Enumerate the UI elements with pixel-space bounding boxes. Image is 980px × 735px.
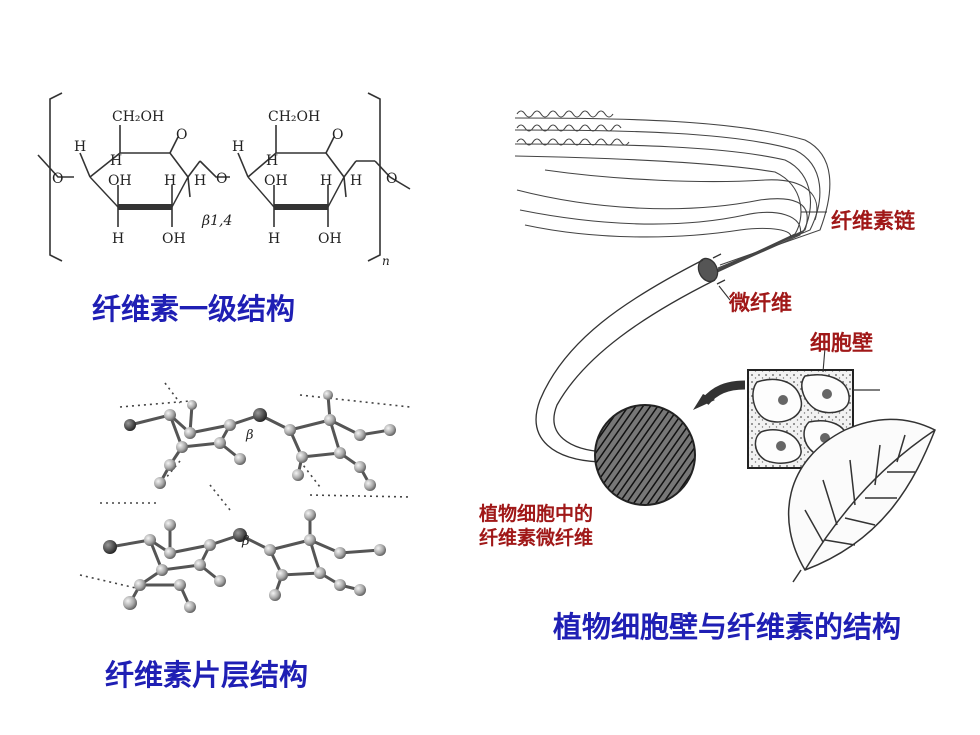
label-microfibril-in-cell-line2: 纤维素微纤维	[479, 526, 593, 550]
beta-label-lower: β	[241, 534, 250, 549]
oh-label: OH	[318, 231, 342, 247]
label-cellulose-chain: 纤维素链	[831, 205, 915, 235]
ch2oh-right-label: CH₂OH	[268, 109, 320, 125]
h-label: H	[350, 173, 362, 189]
label-cell-wall: 细胞壁	[810, 327, 873, 357]
glycosidic-o-label: O	[216, 171, 227, 187]
repeat-n-label: n	[382, 254, 390, 268]
h-label: H	[320, 173, 332, 189]
h-label: H	[74, 139, 86, 155]
ring-o-left: O	[176, 127, 187, 143]
oh-label: OH	[108, 173, 132, 189]
beta-label-upper: β	[245, 428, 254, 443]
h-label: H	[110, 153, 122, 169]
ch2oh-left-label: CH₂OH	[112, 109, 164, 125]
caption-cell-wall-structure: 植物细胞壁与纤维素的结构	[553, 604, 901, 646]
oh-label: OH	[162, 231, 186, 247]
caption-primary-structure: 纤维素一级结构	[92, 286, 295, 328]
caption-sheet-structure: 纤维素片层结构	[105, 652, 308, 694]
h-label: H	[268, 231, 280, 247]
o-left-end: O	[52, 171, 63, 187]
label-microfibril-in-cell-line1: 植物细胞中的	[479, 502, 593, 526]
label-microfibril-in-cell: 植物细胞中的 纤维素微纤维	[479, 502, 593, 550]
cellulose-sheet-model: β β	[70, 375, 415, 630]
label-microfibril: 微纤维	[729, 287, 792, 317]
cellulose-haworth-formula: CH₂OH O O H H OH H H H OH O β1,4 CH₂OH O…	[30, 85, 430, 275]
microfibril-bundle	[595, 405, 695, 505]
ring-o-right: O	[332, 127, 343, 143]
h-label: H	[194, 173, 206, 189]
h-label: H	[266, 153, 278, 169]
h-label: H	[112, 231, 124, 247]
beta-linkage-label: β1,4	[201, 213, 232, 229]
h-label: H	[164, 173, 176, 189]
oh-label: OH	[264, 173, 288, 189]
h-label: H	[232, 139, 244, 155]
o-right-end: O	[386, 171, 397, 187]
